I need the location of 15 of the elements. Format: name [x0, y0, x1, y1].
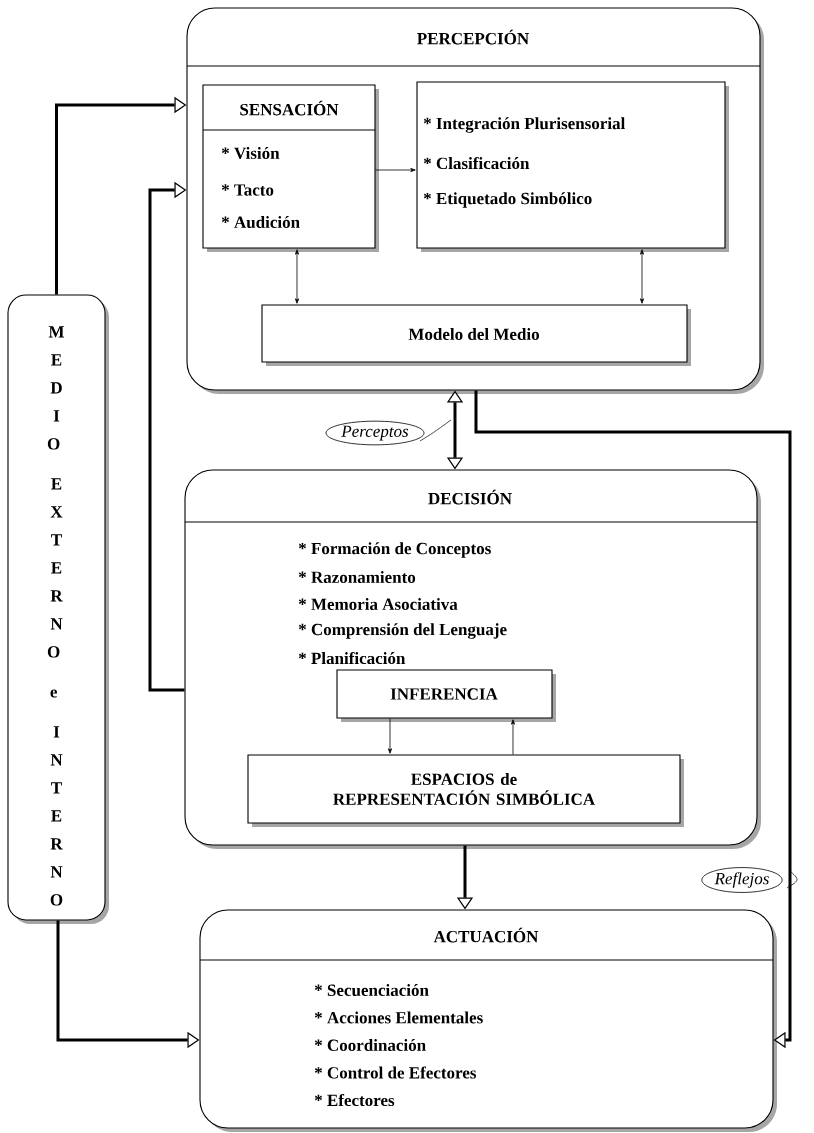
- arrow: [388, 718, 392, 754]
- text-box: INFERENCIA: [336, 669, 556, 722]
- text-box: ESPACIOS de REPRESENTACIÓN SIMBÓLICA: [247, 754, 684, 827]
- text-box: Modelo del Medio: [261, 304, 691, 366]
- arrow: [640, 249, 644, 304]
- text-box: SENSACIÓN * Visión * Tacto * Audición: [202, 84, 379, 252]
- arrow: [295, 249, 299, 304]
- text-box: * Integración Plurisensorial * Clasificación * Etiquetado Simbólico: [416, 81, 729, 252]
- vertical-bar: MEDIO EXTERNO e INTERNO: [7, 294, 109, 924]
- arrow: [474, 390, 792, 1049]
- arrow: [375, 168, 416, 172]
- edge-label: Perceptos: [325, 419, 452, 446]
- rounded-panel: ACTUACIÓN * Secuenciación * Acciones Elementales * Coordinación * Control de Efectores * Efectores: [199, 909, 777, 1132]
- arrow: [511, 719, 515, 755]
- edge-label: Reflejos: [701, 867, 798, 893]
